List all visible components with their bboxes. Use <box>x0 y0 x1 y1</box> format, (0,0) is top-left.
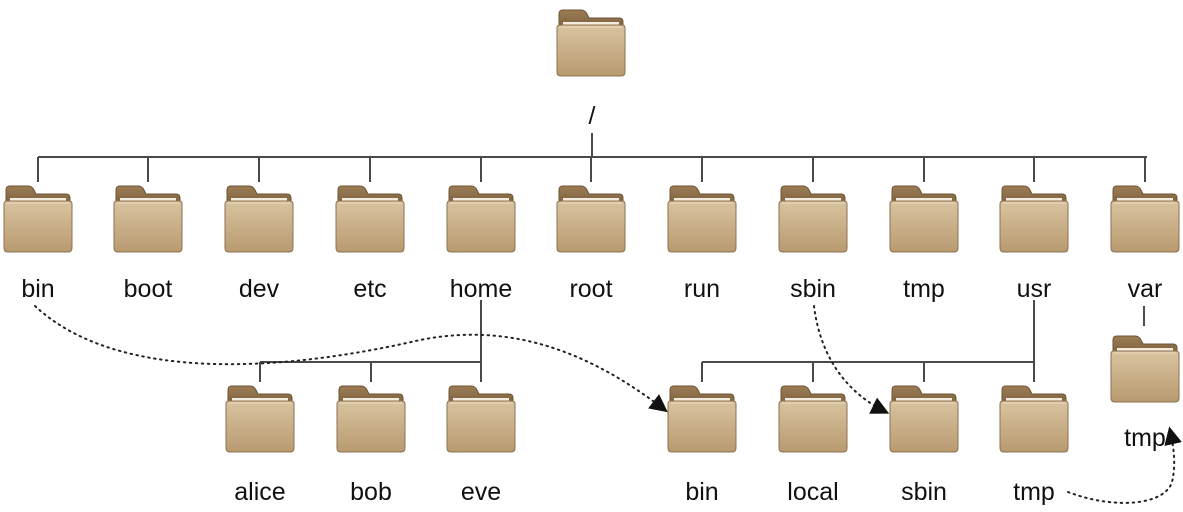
folder-node-bob[interactable]: bob <box>336 385 406 506</box>
tree-drop-lines <box>37 157 1146 382</box>
folder-label-etc: etc <box>353 275 386 303</box>
folder-node-home[interactable]: home <box>446 185 516 303</box>
root-folder-node[interactable]: / <box>556 9 626 130</box>
folder-node-alice[interactable]: alice <box>225 385 295 506</box>
folder-icon <box>113 185 183 253</box>
folder-node-var[interactable]: var <box>1110 185 1180 303</box>
folder-label-alice: alice <box>234 478 285 506</box>
folder-label-usr-sbin: sbin <box>901 478 947 506</box>
folder-label-boot: boot <box>124 275 173 303</box>
folder-node-run[interactable]: run <box>667 185 737 303</box>
folder-node-boot[interactable]: boot <box>113 185 183 303</box>
folder-label-root: root <box>569 275 612 303</box>
folder-node-etc[interactable]: etc <box>335 185 405 303</box>
folder-label-usr-bin: bin <box>685 478 718 506</box>
folder-icon <box>336 385 406 453</box>
folder-node-usr-local[interactable]: local <box>778 385 848 506</box>
folder-icon <box>889 185 959 253</box>
folder-label-bob: bob <box>350 478 392 506</box>
folder-label-usr: usr <box>1017 275 1052 303</box>
folder-icon <box>999 385 1069 453</box>
folder-icon <box>224 185 294 253</box>
folder-label-var: var <box>1128 275 1163 303</box>
top-level-folders: bin boot dev etc home root run sbin tmp usr var <box>3 185 1180 303</box>
folder-icon <box>778 385 848 453</box>
folder-node-usr-sbin[interactable]: sbin <box>889 385 959 506</box>
folder-icon <box>556 9 626 77</box>
folder-label-eve: eve <box>461 478 501 506</box>
folder-label-sbin: sbin <box>790 275 836 303</box>
folder-node-eve[interactable]: eve <box>446 385 516 506</box>
folder-node-dev[interactable]: dev <box>224 185 294 303</box>
var-subfolders: tmp <box>1110 335 1180 452</box>
folder-node-sbin[interactable]: sbin <box>778 185 848 303</box>
folder-label-var-tmp: tmp <box>1124 424 1166 452</box>
folder-icon <box>1110 185 1180 253</box>
folder-node-root[interactable]: root <box>556 185 626 303</box>
folder-icon <box>667 185 737 253</box>
folder-label-usr-local: local <box>787 478 838 506</box>
symlink-usr-tmp-to-var-tmp <box>1067 426 1182 504</box>
folder-node-usr[interactable]: usr <box>999 185 1069 303</box>
folder-label-dev: dev <box>239 275 280 303</box>
home-subfolders: alice bob eve <box>225 385 516 506</box>
root-folder-label: / <box>589 102 596 130</box>
folder-icon <box>889 385 959 453</box>
usr-subfolders: bin local sbin tmp <box>667 385 1069 506</box>
folder-icon <box>1110 335 1180 403</box>
folder-icon <box>3 185 73 253</box>
symlink-sbin-to-usr-sbin <box>813 305 890 414</box>
folder-icon <box>446 185 516 253</box>
folder-label-bin: bin <box>21 275 54 303</box>
folder-node-tmp[interactable]: tmp <box>889 185 959 303</box>
folder-icon <box>446 385 516 453</box>
folder-node-var-tmp[interactable]: tmp <box>1110 335 1180 452</box>
folder-icon <box>225 385 295 453</box>
folder-icon <box>778 185 848 253</box>
folder-node-usr-bin[interactable]: bin <box>667 385 737 506</box>
folder-icon <box>667 385 737 453</box>
folder-label-tmp: tmp <box>903 275 945 303</box>
folder-label-home: home <box>450 275 513 303</box>
folder-icon <box>556 185 626 253</box>
folder-icon <box>999 185 1069 253</box>
folder-label-run: run <box>684 275 720 303</box>
folder-node-bin[interactable]: bin <box>3 185 73 303</box>
folder-icon <box>335 185 405 253</box>
tree-connectors <box>38 133 1147 363</box>
folder-label-usr-tmp: tmp <box>1013 478 1055 506</box>
folder-node-usr-tmp[interactable]: tmp <box>999 385 1069 506</box>
symlink-arrows <box>34 305 1182 504</box>
symlink-bin-to-usr-bin <box>34 305 668 413</box>
